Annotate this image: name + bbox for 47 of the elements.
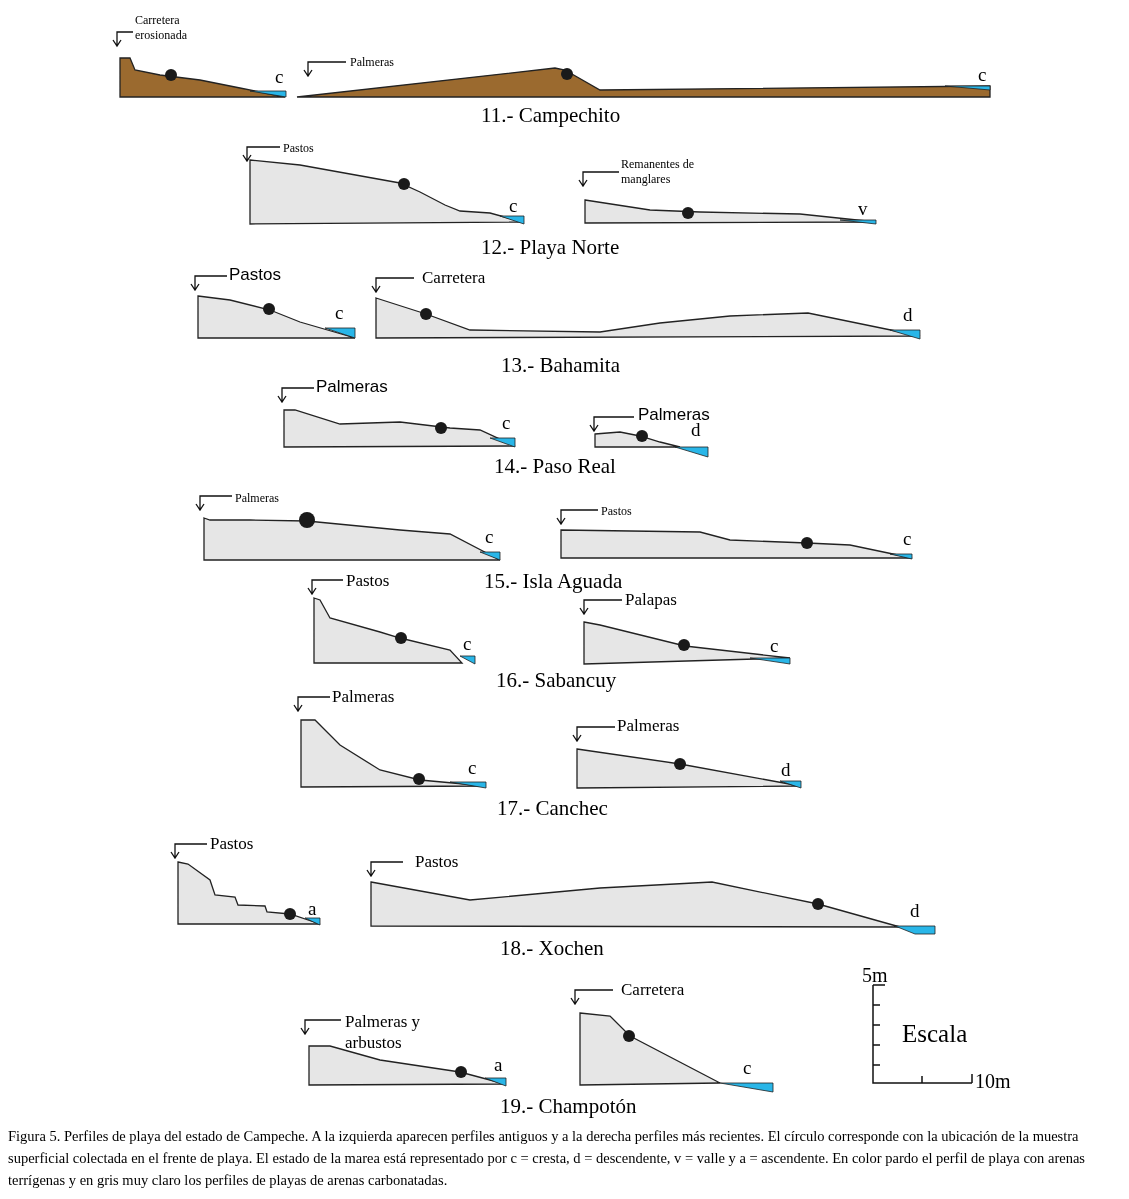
profile-label: a — [308, 897, 317, 921]
profile-label: Palmeras — [235, 491, 279, 506]
profile-label: Pastos — [346, 570, 390, 592]
profile-label: d — [781, 758, 791, 782]
profile-label: c — [743, 1056, 752, 1080]
profile-label: 19.- Champotón — [500, 1093, 637, 1120]
profile-label: c — [468, 756, 477, 780]
profile-label: a — [494, 1053, 503, 1077]
profile-label: 11.- Campechito — [481, 102, 621, 129]
profile-label: d — [910, 899, 920, 923]
profile-label: Carretera erosionada — [135, 13, 188, 43]
profile-label: Remanentes de manglares — [621, 157, 695, 187]
profile-label: c — [485, 525, 494, 549]
profile-label: c — [502, 411, 511, 435]
profile-label: Palmeras — [316, 376, 388, 398]
profile-label: 12.- Playa Norte — [481, 234, 620, 261]
figure-caption: Figura 5. Perfiles de playa del estado de Campeche. A la izquierda aparecen perfiles antiguos y a la derecha perfiles más recientes. El círculo corresponde con la ubicación de la muestra superficial colectada en el frente de playa. El estado de la marea está representado por c = cresta, d = descendente, v = valle y a = ascendente. En color pardo el perfil de playa con arenas terrígenas y en gris muy claro los perfiles de playas de arenas carbonatadas. — [8, 1127, 1086, 1190]
profile-label: Pastos — [601, 504, 632, 519]
profile-label: Carretera — [422, 267, 486, 289]
profile-label: c — [463, 632, 472, 656]
profile-label: 16.- Sabancuy — [496, 667, 617, 694]
profile-label: 14.- Paso Real — [494, 453, 616, 480]
profile-label: 5m — [862, 963, 888, 988]
profile-label: c — [903, 527, 912, 551]
profile-label: Carretera — [621, 979, 685, 1001]
profile-label: c — [978, 63, 987, 87]
profile-label: 13.- Bahamita — [501, 352, 620, 379]
profile-label: Palmeras y arbustos — [345, 1011, 422, 1054]
profile-label: Palmeras — [617, 715, 680, 737]
profile-label: c — [335, 301, 344, 325]
profile-label: Palmeras — [350, 55, 394, 70]
profile-label: d — [903, 303, 913, 327]
profile-label: Pastos — [229, 264, 281, 286]
profile-label: 17.- Canchec — [497, 795, 608, 822]
profile-label: 18.- Xochen — [500, 935, 604, 962]
profile-label: 10m — [975, 1069, 1011, 1094]
profile-label: Pastos — [210, 833, 254, 855]
profile-label: c — [770, 634, 779, 658]
profile-label: Pastos — [415, 851, 459, 873]
profile-label: c — [509, 194, 518, 218]
profile-label: v — [858, 197, 868, 221]
profile-label: Escala — [902, 1019, 968, 1049]
profile-label: Pastos — [283, 141, 314, 156]
profile-label: c — [275, 65, 284, 89]
profile-label: Palapas — [625, 589, 677, 611]
profile-label: Palmeras — [332, 686, 395, 708]
profile-label: 15.- Isla Aguada — [484, 568, 623, 595]
